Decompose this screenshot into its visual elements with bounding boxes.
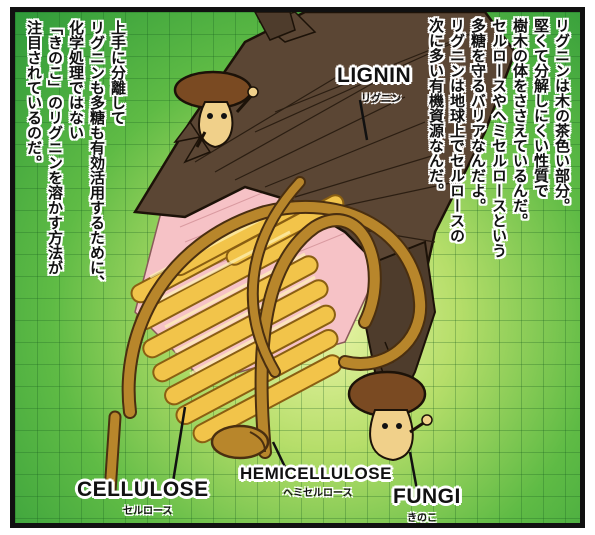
narration-line: 化学処理ではない: [65, 20, 86, 350]
lignin-label-jp: リグニン: [361, 90, 401, 105]
cellulose-label-jp: セルロース: [123, 502, 173, 517]
hemicellulose-label: HEMICELLULOSE: [240, 464, 392, 484]
narration-line: リグニンは地球上でセルロースの: [446, 18, 467, 338]
narration-line: 堅くて分解しにくい性質で: [530, 18, 551, 338]
narration-line: 多糖を守るバリアなんだよ。: [467, 18, 488, 338]
fungi-label: FUNGI: [393, 485, 461, 509]
narration-line: 「きのこ」のリグニンを溶かす方法が: [44, 20, 65, 350]
mushroom-character-fungi: [349, 372, 432, 460]
comic-panel: リグニンは木の茶色い部分。 堅くて分解しにくい性質で 樹木の体をささえているんだ…: [10, 7, 585, 528]
fungi-label-jp: きのこ: [407, 509, 437, 524]
narration-left: 上手に分離して リグニンも多糖も有効活用するために、 化学処理ではない 「きのこ…: [23, 20, 128, 350]
narration-line: 樹木の体をささえているんだ。: [509, 18, 530, 338]
narration-right: リグニンは木の茶色い部分。 堅くて分解しにくい性質で 樹木の体をささえているんだ…: [425, 18, 572, 338]
cellulose-label: CELLULOSE: [77, 478, 209, 502]
narration-line: リグニンも多糖も有効活用するために、: [86, 20, 107, 350]
narration-line: 注目されているのだ。: [23, 20, 44, 350]
narration-line: 次に多い有機資源なんだ。: [425, 18, 446, 338]
lignin-label: LIGNIN: [337, 64, 411, 88]
narration-line: セルロースやヘミセルロースという: [488, 18, 509, 338]
narration-line: リグニンは木の茶色い部分。: [551, 18, 572, 338]
hemicellulose-label-jp: ヘミセルロース: [283, 484, 353, 499]
narration-line: 上手に分離して: [107, 20, 128, 350]
